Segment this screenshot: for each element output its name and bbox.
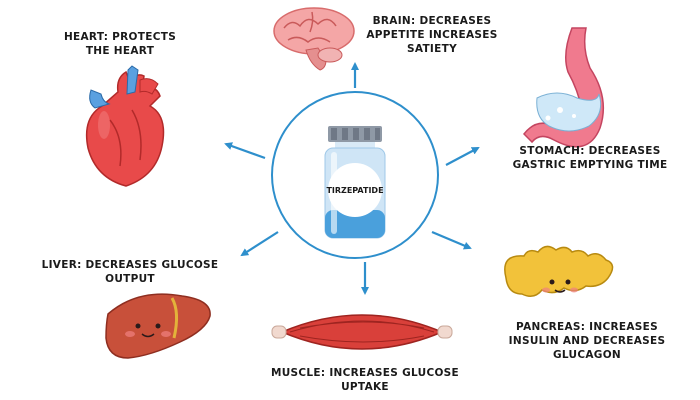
arrow-stomach [445, 147, 480, 166]
brain-icon [273, 7, 355, 71]
arrow-heart [224, 142, 266, 160]
arrow-pancreas [431, 230, 472, 250]
vial-icon: TIRZEPATIDE [324, 126, 386, 239]
center-label: TIRZEPATIDE [326, 186, 383, 195]
heart-organ-icon [85, 65, 165, 187]
arrows [224, 62, 480, 295]
brain-label: BRAIN: DECREASES APPETITE INCREASES SATI… [366, 15, 498, 55]
stomach-icon [523, 27, 605, 148]
stomach-label: STOMACH: DECREASES GASTRIC EMPTYING TIME [512, 145, 668, 171]
pancreas-icon [504, 245, 614, 297]
muscle-icon [271, 314, 453, 350]
liver-icon [105, 293, 211, 359]
heart-label: HEART: PROTECTS THE HEART [63, 31, 177, 57]
liver-label: LIVER: DECREASES GLUCOSE OUTPUT [41, 259, 219, 285]
arrow-liver [240, 231, 279, 257]
pancreas-label: PANCREAS: INCREASES INSULIN AND DECREASE… [508, 321, 666, 361]
muscle-label: MUSCLE: INCREASES GLUCOSE UPTAKE [270, 367, 460, 393]
